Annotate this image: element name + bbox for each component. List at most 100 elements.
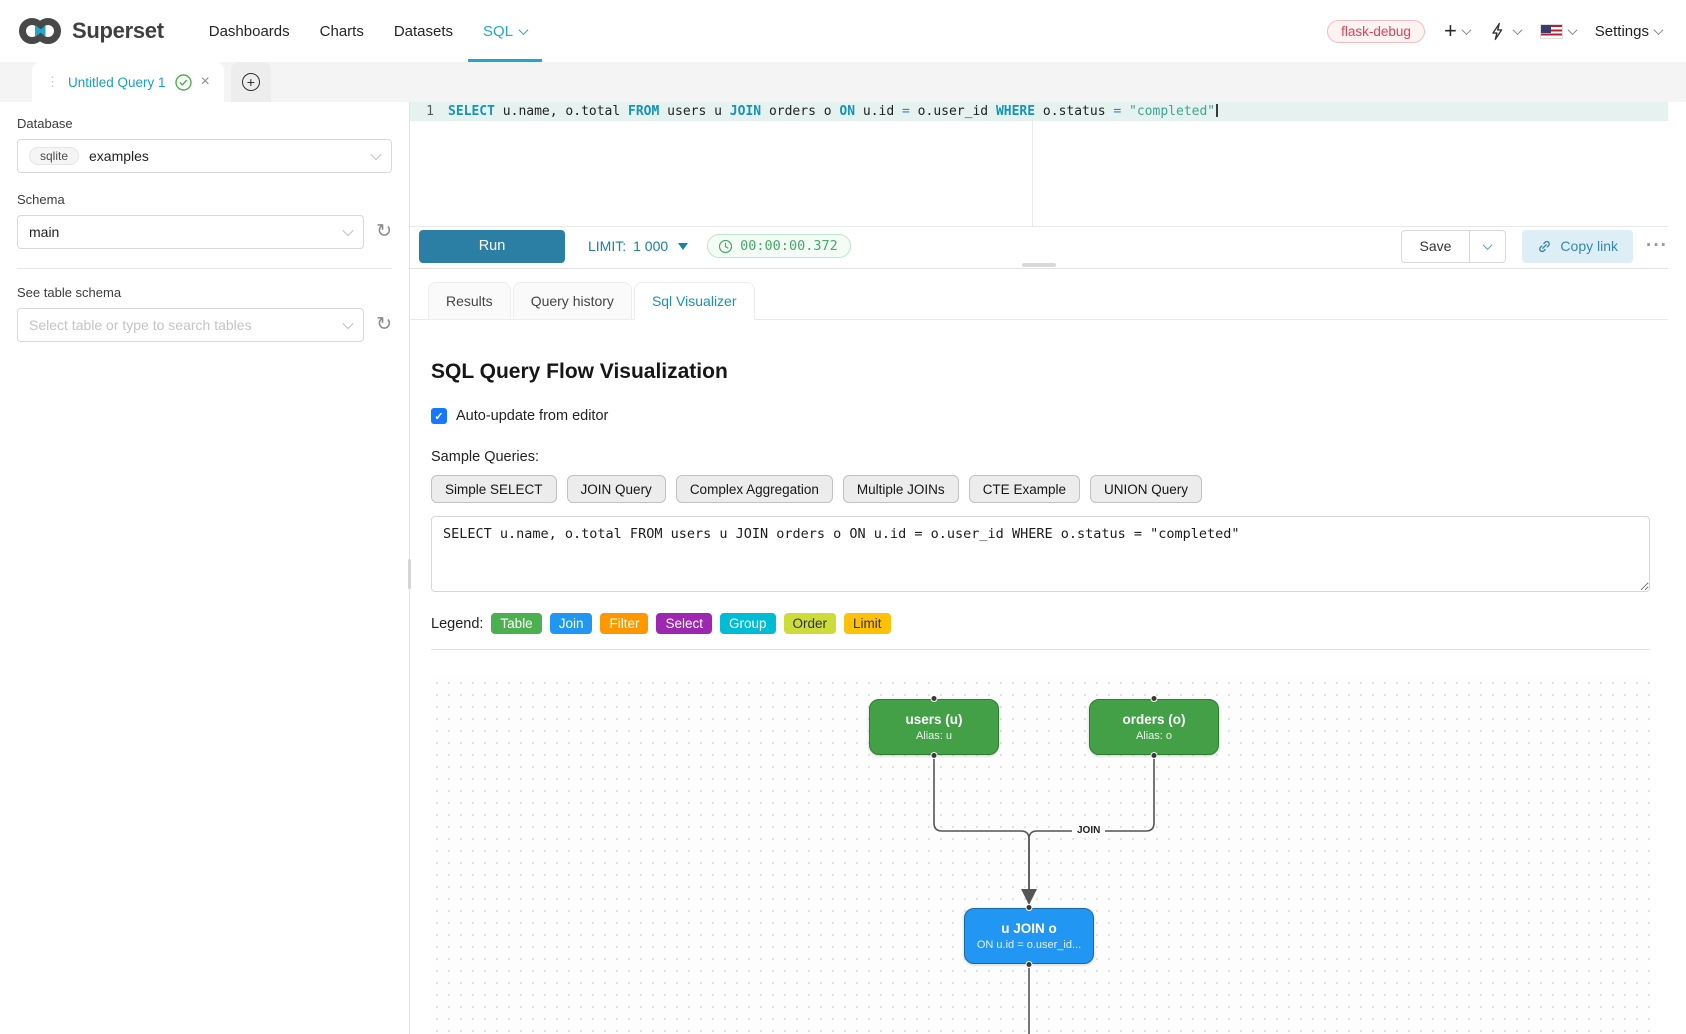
sample-cte-example-button[interactable]: CTE Example xyxy=(968,475,1080,503)
table-select[interactable]: Select table or type to search tables xyxy=(17,308,365,342)
chevron-down-icon xyxy=(1567,24,1578,35)
language-picker[interactable] xyxy=(1539,23,1578,39)
sample-join-query-button[interactable]: JOIN Query xyxy=(566,475,666,503)
sample-multiple-joins-button[interactable]: Multiple JOINs xyxy=(842,475,959,503)
lightning-icon xyxy=(1492,22,1503,40)
save-button[interactable]: Save xyxy=(1419,238,1452,255)
schema-label: Schema xyxy=(17,192,65,207)
brand-name: Superset xyxy=(72,18,164,43)
node-handle[interactable] xyxy=(930,695,938,702)
auto-update-checkbox[interactable] xyxy=(431,408,447,424)
drag-grip-icon[interactable] xyxy=(46,73,59,91)
node-title: u JOIN o xyxy=(1001,921,1057,936)
query-textarea[interactable]: SELECT u.name, o.total FROM users u JOIN… xyxy=(431,516,1650,592)
refresh-icon[interactable] xyxy=(376,222,392,242)
query-search-menu[interactable] xyxy=(1489,22,1523,41)
nav-charts[interactable]: Charts xyxy=(319,22,364,40)
timer-value: 00:00:00.372 xyxy=(740,238,838,255)
run-button[interactable]: Run xyxy=(419,229,565,263)
copy-link-button[interactable]: Copy link xyxy=(1522,229,1634,263)
nav-dashboards[interactable]: Dashboards xyxy=(208,22,290,40)
chevron-down-icon xyxy=(518,24,529,35)
node-handle[interactable] xyxy=(1150,752,1158,759)
flow-node-orders[interactable]: orders (o) Alias: o xyxy=(1089,695,1219,759)
node-subtitle: Alias: u xyxy=(915,730,953,742)
content-divider xyxy=(431,649,1650,650)
table-row: Select table or type to search tables xyxy=(17,308,392,342)
main-nav: Dashboards Charts Datasets SQL xyxy=(194,0,543,62)
refresh-icon[interactable] xyxy=(376,315,392,335)
flow-node-users[interactable]: users (u) Alias: u xyxy=(869,695,999,759)
save-button-group: Save xyxy=(1400,229,1507,263)
more-icon[interactable] xyxy=(1646,235,1668,257)
sample-union-query-button[interactable]: UNION Query xyxy=(1089,475,1202,503)
editor-print-margin xyxy=(1032,102,1033,226)
check-circle-icon xyxy=(174,73,192,91)
sqllab-sidebar: Database sqlite examples Schema main See… xyxy=(0,102,411,1034)
legend-select-badge: Select xyxy=(656,613,712,634)
sql-editor[interactable]: 1 SELECT u.name, o.total FROM users u JO… xyxy=(410,102,1668,227)
legend-order-badge: Order xyxy=(783,613,837,634)
legend-group-badge: Group xyxy=(720,613,776,634)
nav-datasets[interactable]: Datasets xyxy=(393,22,454,40)
node-handle[interactable] xyxy=(930,752,938,759)
query-tab-title: Untitled Query 1 xyxy=(68,74,166,90)
clock-icon xyxy=(719,239,733,253)
node-subtitle: Alias: o xyxy=(1135,730,1173,742)
flow-canvas[interactable]: users (u) Alias: u orders (o) Alias: o u… xyxy=(431,677,1650,1034)
sample-complex-aggregation-button[interactable]: Complex Aggregation xyxy=(675,475,833,503)
flow-edges xyxy=(933,757,1155,1034)
sidebar-divider xyxy=(17,268,392,269)
schema-row: main xyxy=(17,215,392,249)
legend-row: Legend: Table Join Filter Select Group O… xyxy=(431,613,1650,634)
sample-simple-select-button[interactable]: Simple SELECT xyxy=(431,475,557,503)
plus-icon xyxy=(1444,20,1457,43)
node-subtitle: ON u.id = o.user_id... xyxy=(976,939,1082,951)
chevron-down-icon xyxy=(342,317,354,330)
text-cursor xyxy=(1216,104,1219,117)
settings-menu[interactable]: Settings xyxy=(1595,23,1664,40)
link-icon xyxy=(1539,240,1551,252)
node-handle[interactable] xyxy=(1025,904,1033,911)
sidebar-resize-handle[interactable] xyxy=(408,559,411,589)
edge-label-join: JOIN xyxy=(1072,824,1106,837)
panel-splitter xyxy=(410,263,1668,269)
splitter-drag-handle[interactable] xyxy=(1022,263,1056,267)
limit-label: LIMIT: xyxy=(588,238,627,255)
chevron-down-icon xyxy=(1512,24,1523,35)
node-handle[interactable] xyxy=(1150,695,1158,702)
node-handle[interactable] xyxy=(1025,961,1033,968)
new-query-tab-button[interactable] xyxy=(230,62,271,102)
legend-table-badge: Table xyxy=(491,613,542,634)
save-options-button[interactable] xyxy=(1469,230,1505,262)
flow-node-join[interactable]: u JOIN o ON u.id = o.user_id... xyxy=(964,904,1094,968)
query-timer: 00:00:00.372 xyxy=(707,234,851,259)
new-tab-icon xyxy=(241,73,260,91)
copy-link-label: Copy link xyxy=(1560,238,1619,255)
editor-line-number: 1 xyxy=(426,104,434,119)
tab-results[interactable]: Results xyxy=(428,282,511,320)
nav-sql[interactable]: SQL xyxy=(468,0,543,62)
node-title: orders (o) xyxy=(1122,712,1186,727)
superset-brand[interactable]: Superset xyxy=(18,16,164,46)
limit-value: 1 000 xyxy=(633,238,669,255)
legend-filter-badge: Filter xyxy=(600,613,649,634)
query-tabstrip: Untitled Query 1 xyxy=(0,62,1686,102)
database-select[interactable]: sqlite examples xyxy=(17,139,392,173)
node-title: users (u) xyxy=(905,712,963,727)
new-item-menu[interactable] xyxy=(1444,20,1472,43)
query-tab-active[interactable]: Untitled Query 1 xyxy=(32,62,224,102)
schema-value: main xyxy=(29,224,60,240)
database-value: examples xyxy=(89,148,149,164)
sample-query-buttons: Simple SELECT JOIN Query Complex Aggrega… xyxy=(431,475,1650,503)
close-icon[interactable] xyxy=(201,73,210,91)
schema-select[interactable]: main xyxy=(17,215,365,249)
navbar-right: flask-debug Settings xyxy=(1327,19,1664,43)
tab-query-history[interactable]: Query history xyxy=(512,282,632,320)
database-engine-tag: sqlite xyxy=(29,147,80,165)
sqllab-right-panel: 1 SELECT u.name, o.total FROM users u JO… xyxy=(410,102,1686,1034)
visualizer-panel: SQL Query Flow Visualization Auto-update… xyxy=(410,320,1668,1034)
chevron-down-icon xyxy=(342,224,354,237)
limit-dropdown[interactable]: LIMIT: 1 000 xyxy=(588,238,689,255)
tab-sql-visualizer[interactable]: Sql Visualizer xyxy=(633,282,755,320)
